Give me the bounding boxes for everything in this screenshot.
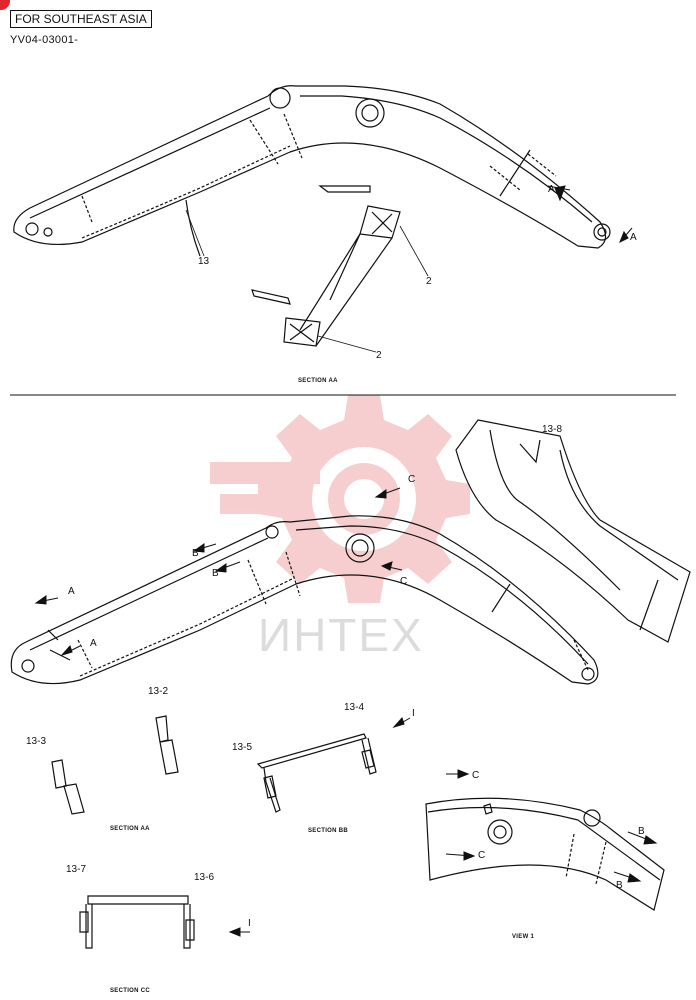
callout-13-8: 13-8 — [542, 424, 562, 435]
arrows-view — [228, 769, 658, 937]
section-cc-drawing — [79, 895, 195, 949]
region-badge: FOR SOUTHEAST ASIA — [10, 10, 152, 28]
caption-view-1: VIEW 1 — [512, 934, 535, 940]
watermark-text: ИНТЕХ — [258, 609, 424, 661]
arrow-label-c-mid-1: C — [408, 474, 415, 485]
callout-13-2: 13-2 — [148, 686, 168, 697]
arrow-label-a-top-2: A — [630, 232, 637, 243]
view-1-drawing — [425, 797, 665, 911]
section-bb-drawing — [256, 733, 377, 813]
arrow-label-b-view-1: B — [638, 826, 645, 837]
arrows-middle — [34, 487, 411, 728]
arrow-label-a-mid-2: A — [90, 638, 97, 649]
caption-section-bb: SECTION BB — [308, 828, 348, 834]
arrow-label-c-mid-2: C — [400, 576, 407, 587]
caption-section-aa: SECTION AA — [110, 826, 150, 832]
boom-middle — [10, 515, 599, 685]
callout-13-5: 13-5 — [232, 742, 252, 753]
arrow-label-b-view-2: B — [616, 880, 623, 891]
boom-flange-view — [455, 419, 691, 643]
callout-13-6: 13-6 — [194, 872, 214, 883]
caption-section-aa-top: SECTION AA — [298, 378, 338, 384]
section-aa-top-drawing — [251, 185, 401, 347]
arrow-label-c-view-1: C — [472, 770, 479, 781]
arrow-label-b-mid-1: B — [192, 548, 199, 559]
boom-top — [13, 85, 611, 257]
arrow-label-a-mid-1: A — [68, 586, 75, 597]
callout-13-7: 13-7 — [66, 864, 86, 875]
gear-watermark-icon — [210, 395, 470, 603]
arrows-top — [547, 185, 633, 244]
callout-2b: 2 — [376, 350, 382, 361]
arrow-label-i-2: I — [248, 918, 251, 929]
callout-13: 13 — [198, 256, 210, 267]
notification-dot-icon — [0, 0, 10, 10]
arrow-label-c-view-2: C — [478, 850, 485, 861]
section-aa-drawing — [51, 715, 179, 815]
callout-2a: 2 — [426, 276, 432, 287]
arrow-label-i-1: I — [412, 708, 415, 719]
doc-code: YV04-03001- — [10, 34, 79, 46]
caption-section-cc: SECTION CC — [110, 988, 150, 994]
callout-13-3: 13-3 — [26, 736, 46, 747]
arrow-label-b-mid-2: B — [212, 568, 219, 579]
callout-13-4: 13-4 — [344, 702, 364, 713]
arrow-label-a-top-1: A — [548, 184, 555, 195]
